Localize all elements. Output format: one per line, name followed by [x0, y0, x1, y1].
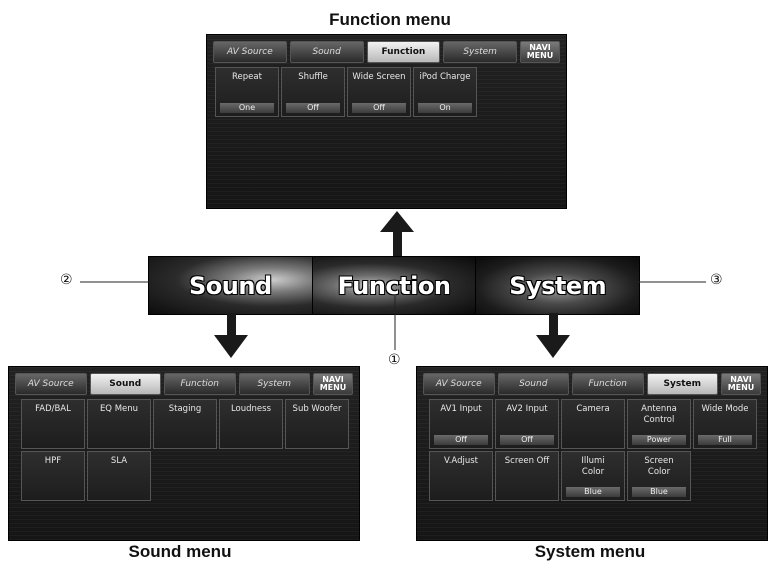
function-item-ipod-charge[interactable]: iPod Charge On: [413, 67, 477, 117]
menu-item-value: Blue: [566, 487, 620, 497]
banner-system-label: System: [509, 271, 607, 300]
menu-item-label: Antenna Control: [641, 404, 677, 425]
system-item-wide-mode[interactable]: Wide Mode Full: [693, 399, 757, 449]
menu-item-label: FAD/BAL: [35, 404, 71, 414]
sound-item-fad-bal[interactable]: FAD/BAL: [21, 399, 85, 449]
sound-menu-tabs: AV Source Sound Function System NAVI MEN…: [15, 373, 353, 395]
system-item-antenna-control[interactable]: Antenna Control Power: [627, 399, 691, 449]
menu-item-label: Loudness: [230, 404, 272, 414]
menu-label: MENU: [526, 51, 554, 60]
menu-item-label: Screen Color: [644, 456, 674, 477]
menu-label: MENU: [727, 383, 755, 392]
menu-item-label: EQ Menu: [99, 404, 139, 414]
navi-label: NAVI: [730, 375, 752, 384]
tab-sound[interactable]: Sound: [497, 373, 569, 395]
arrow-down-to-sound: [214, 313, 248, 358]
menu-item-label: Camera: [576, 404, 610, 414]
menu-label: MENU: [319, 383, 347, 392]
menu-item-label: Staging: [168, 404, 202, 414]
tab-function[interactable]: Function: [572, 373, 644, 395]
system-item-screen-color[interactable]: Screen Color Blue: [627, 451, 691, 501]
system-item-v-adjust[interactable]: V.Adjust: [429, 451, 493, 501]
menu-item-label: Shuffle: [298, 72, 328, 82]
menu-item-value: Off: [500, 435, 554, 445]
sound-item-loudness[interactable]: Loudness: [219, 399, 283, 449]
menu-item-label: AV1 Input: [440, 404, 482, 414]
banner-system-tab[interactable]: System: [476, 257, 639, 314]
menu-item-label: AV2 Input: [506, 404, 548, 414]
system-item-illumi-color[interactable]: Illumi Color Blue: [561, 451, 625, 501]
banner-function-tab[interactable]: Function: [312, 257, 477, 314]
banner-function-label: Function: [337, 271, 451, 300]
menu-item-label: Repeat: [232, 72, 262, 82]
menu-item-value: Blue: [632, 487, 686, 497]
function-menu-caption: Function menu: [329, 10, 451, 29]
function-menu-grid: Repeat One Shuffle Off Wide Screen Off i…: [215, 67, 477, 117]
menu-item-label: Screen Off: [504, 456, 550, 466]
menu-item-value: One: [220, 103, 274, 113]
menu-item-label: Wide Screen: [352, 72, 406, 82]
navi-menu-button[interactable]: NAVI MENU: [721, 373, 761, 395]
callout-three: ③: [710, 272, 723, 288]
menu-item-value: On: [418, 103, 472, 113]
tab-function[interactable]: Function: [366, 41, 441, 63]
menu-item-label: V.Adjust: [444, 456, 478, 466]
tab-sound[interactable]: Sound: [289, 41, 364, 63]
tab-av-source[interactable]: AV Source: [213, 41, 287, 63]
system-item-screen-off[interactable]: Screen Off: [495, 451, 559, 501]
menu-item-label: HPF: [44, 456, 62, 466]
function-menu-tabs: AV Source Sound Function System NAVI MEN…: [213, 41, 560, 63]
system-menu-caption: System menu: [534, 542, 646, 561]
navi-label: NAVI: [322, 375, 344, 384]
sound-item-staging[interactable]: Staging: [153, 399, 217, 449]
arrow-down-to-system: [536, 313, 570, 358]
menu-item-value: Off: [434, 435, 488, 445]
tab-av-source[interactable]: AV Source: [15, 373, 87, 395]
menu-item-label: Illumi Color: [581, 456, 605, 477]
menu-item-label: Sub Woofer: [292, 404, 342, 414]
sound-item-sla[interactable]: SLA: [87, 451, 151, 501]
tab-system[interactable]: System: [646, 373, 718, 395]
menu-item-label: Wide Mode: [701, 404, 749, 414]
sound-menu-caption: Sound menu: [128, 542, 232, 561]
system-item-av2-input[interactable]: AV2 Input Off: [495, 399, 559, 449]
system-item-camera[interactable]: Camera: [561, 399, 625, 449]
menu-item-value: Full: [698, 435, 752, 445]
callout-one: ①: [388, 352, 401, 368]
function-menu-screen: AV Source Sound Function System NAVI MEN…: [206, 34, 567, 209]
tab-sound[interactable]: Sound: [89, 373, 161, 395]
arrow-up-to-function: [380, 211, 414, 256]
menu-item-value: Off: [352, 103, 406, 113]
banner-sound-label: Sound: [189, 271, 272, 300]
tab-system[interactable]: System: [443, 41, 517, 63]
navi-menu-button[interactable]: NAVI MENU: [520, 41, 560, 63]
banner-sound-tab[interactable]: Sound: [149, 257, 313, 314]
function-item-wide-screen[interactable]: Wide Screen Off: [347, 67, 411, 117]
tab-av-source[interactable]: AV Source: [423, 373, 495, 395]
tab-system[interactable]: System: [238, 373, 310, 395]
callout-two: ②: [60, 272, 73, 288]
menu-item-value: Off: [286, 103, 340, 113]
sound-item-hpf[interactable]: HPF: [21, 451, 85, 501]
function-item-repeat[interactable]: Repeat One: [215, 67, 279, 117]
system-menu-grid: AV1 Input Off AV2 Input Off Camera Anten…: [429, 399, 757, 501]
system-menu-screen: AV Source Sound Function System NAVI MEN…: [416, 366, 768, 541]
sound-item-eq-menu[interactable]: EQ Menu: [87, 399, 151, 449]
menu-item-label: iPod Charge: [419, 72, 471, 82]
navi-menu-button[interactable]: NAVI MENU: [313, 373, 353, 395]
menu-item-label: SLA: [110, 456, 128, 466]
sound-menu-grid: FAD/BAL EQ Menu Staging Loudness Sub Woo…: [21, 399, 349, 501]
menu-tab-banner: Sound Function System: [148, 256, 640, 315]
tab-function[interactable]: Function: [164, 373, 236, 395]
menu-item-value: Power: [632, 435, 686, 445]
sound-item-sub-woofer[interactable]: Sub Woofer: [285, 399, 349, 449]
system-menu-tabs: AV Source Sound Function System NAVI MEN…: [423, 373, 761, 395]
navi-label: NAVI: [529, 43, 551, 52]
function-item-shuffle[interactable]: Shuffle Off: [281, 67, 345, 117]
sound-menu-screen: AV Source Sound Function System NAVI MEN…: [8, 366, 360, 541]
system-item-av1-input[interactable]: AV1 Input Off: [429, 399, 493, 449]
